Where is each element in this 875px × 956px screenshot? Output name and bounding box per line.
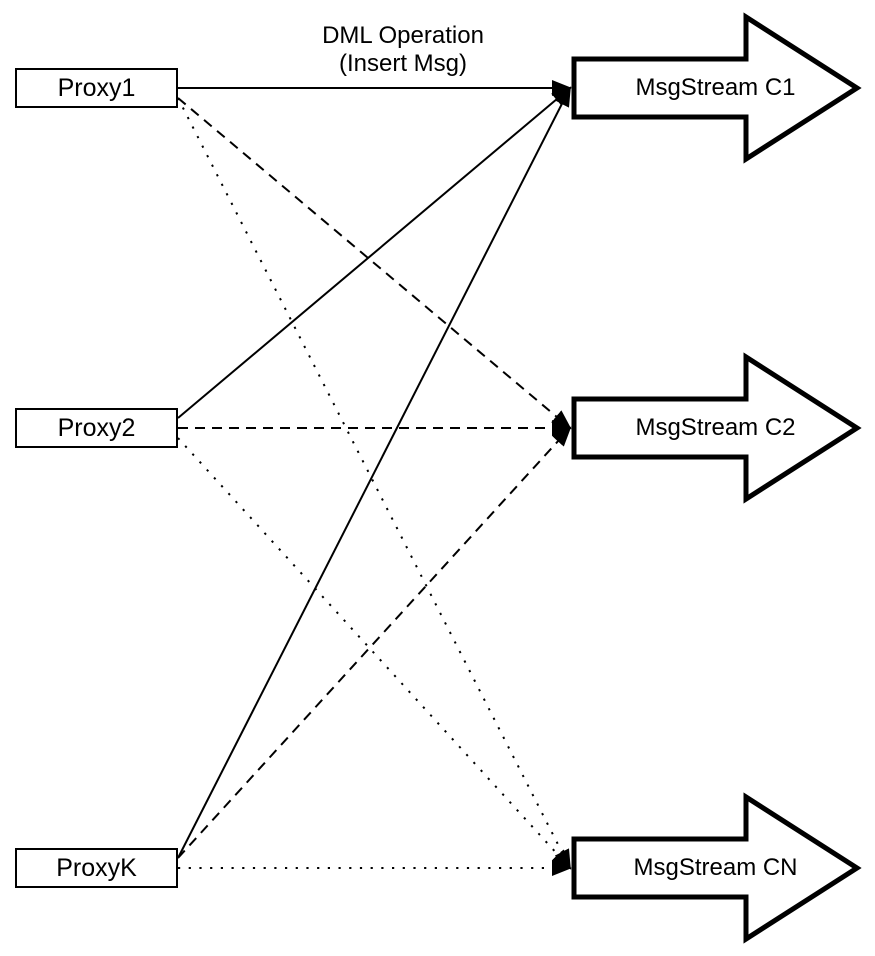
edge-proxyk-c1-solid (177, 86, 571, 859)
edge-proxy2-cn-dotted (177, 437, 572, 870)
stream-arrow-c2 (571, 352, 862, 504)
proxy1-node: Proxy1 (15, 68, 178, 108)
proxyk-label: ProxyK (56, 853, 137, 882)
proxy2-node: Proxy2 (15, 408, 178, 448)
edge-proxyk-c2-dashed (177, 426, 572, 859)
edge-proxy2-c1-solid (177, 86, 572, 419)
proxy2-label: Proxy2 (57, 413, 136, 442)
proxy1-label: Proxy1 (57, 73, 136, 102)
diagram-title-line2: (Insert Msg) (338, 50, 467, 77)
stream-arrow-cn (571, 792, 862, 944)
diagram-title-line1: DML Operation (322, 22, 484, 49)
edge-proxy1-cn-dotted (177, 97, 571, 870)
edge-proxy1-c2-dashed (177, 97, 572, 430)
diagram-title: DML Operation (Insert Msg) (243, 22, 563, 78)
proxyk-node: ProxyK (15, 848, 178, 888)
stream-arrow-c1 (571, 12, 862, 164)
